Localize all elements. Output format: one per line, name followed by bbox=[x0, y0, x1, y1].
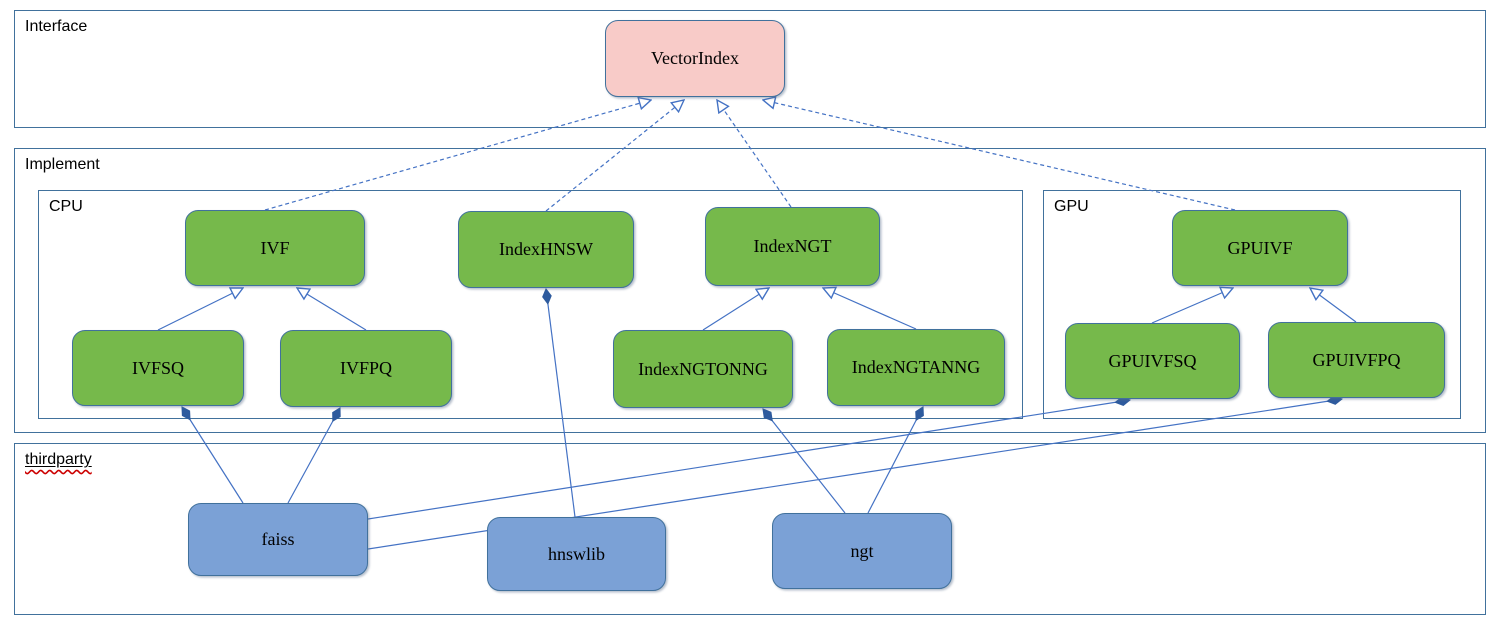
node-vectorindex: VectorIndex bbox=[605, 20, 785, 97]
node-indexngtonng: IndexNGTONNG bbox=[613, 330, 793, 408]
node-ivf: IVF bbox=[185, 210, 365, 286]
edge-ivfsq-composes-faiss bbox=[181, 406, 244, 504]
container-thirdparty-label-text: thirdparty bbox=[25, 451, 92, 468]
edge-indexhnsw-realizes-vectorindex bbox=[545, 100, 684, 212]
container-interface: Interface bbox=[14, 10, 1486, 128]
container-thirdparty-label: thirdparty bbox=[25, 451, 92, 469]
node-indexngt: IndexNGT bbox=[705, 207, 880, 286]
node-ngt: ngt bbox=[772, 513, 952, 589]
edge-indexngtanng-composes-ngt bbox=[867, 406, 924, 514]
container-cpu-label: CPU bbox=[49, 198, 83, 215]
container-gpu: GPU bbox=[1043, 190, 1461, 419]
container-cpu: CPU bbox=[38, 190, 1023, 419]
edge-indexngtonng-composes-ngt bbox=[762, 408, 846, 514]
node-ivfpq: IVFPQ bbox=[280, 330, 452, 407]
node-hnswlib: hnswlib bbox=[487, 517, 666, 591]
edge-gpuivfsq-composes-faiss bbox=[367, 396, 1132, 520]
node-indexhnsw: IndexHNSW bbox=[458, 211, 634, 288]
node-ivfsq: IVFSQ bbox=[72, 330, 244, 406]
node-gpuivfsq: GPUIVFSQ bbox=[1065, 323, 1240, 399]
node-faiss: faiss bbox=[188, 503, 368, 576]
edge-gpuivf-realizes-vectorindex bbox=[763, 100, 1236, 211]
edge-indexhnsw-composes-hnswlib bbox=[542, 287, 576, 518]
container-gpu-label: GPU bbox=[1054, 198, 1089, 215]
edge-ivfsq-extends-ivf bbox=[157, 288, 243, 331]
container-thirdparty: thirdparty bbox=[14, 443, 1486, 615]
edge-gpuivfpq-extends-gpuivf bbox=[1310, 288, 1357, 323]
container-interface-label: Interface bbox=[25, 18, 88, 35]
edge-ivf-realizes-vectorindex bbox=[264, 100, 651, 211]
edge-gpuivfsq-extends-gpuivf bbox=[1151, 288, 1233, 324]
edge-ivfpq-extends-ivf bbox=[297, 288, 367, 331]
container-implement-label: Implement bbox=[25, 156, 100, 173]
edge-indexngtanng-extends-indexngt bbox=[823, 288, 917, 330]
node-gpuivf: GPUIVF bbox=[1172, 210, 1348, 286]
edge-ivfpq-composes-faiss bbox=[287, 407, 341, 504]
edge-indexngt-realizes-vectorindex bbox=[717, 100, 792, 208]
node-gpuivfpq: GPUIVFPQ bbox=[1268, 322, 1445, 398]
edge-indexngtonng-extends-indexngt bbox=[702, 288, 769, 331]
node-indexngtanng: IndexNGTANNG bbox=[827, 329, 1005, 406]
